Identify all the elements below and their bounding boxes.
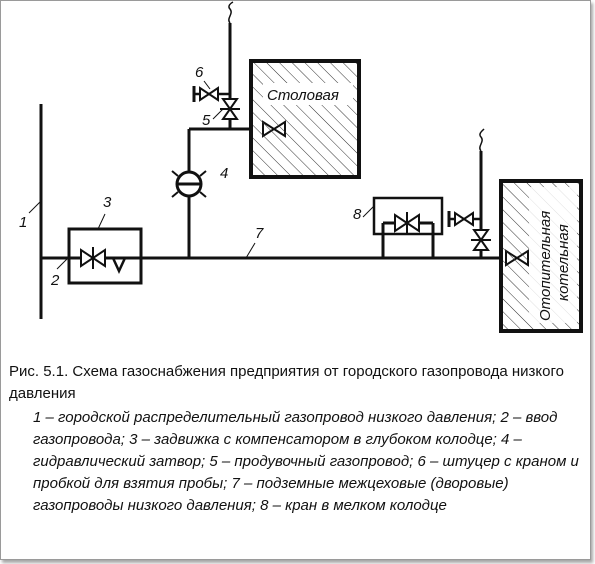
boiler-label-group: Отопительная котельная: [537, 211, 572, 321]
label-6: 6: [195, 64, 204, 81]
boiler-building-label-2: котельная: [555, 224, 572, 301]
boiler-sampling-cock-icon: [454, 211, 474, 227]
gate-valve-icon: [80, 247, 106, 269]
label-1: 1: [19, 214, 27, 231]
leader-3: [97, 213, 106, 230]
label-2: 2: [50, 272, 60, 289]
purge-outlet-icon: [228, 1, 234, 24]
compensator-icon: [105, 256, 133, 274]
boiler-label-backdrop: [529, 187, 577, 323]
hydraulic-seal-icon: [171, 170, 207, 198]
shallow-well-valve-icon: [394, 212, 420, 234]
label-8: 8: [353, 206, 362, 223]
caption-title: Рис. 5.1. Схема газоснабжения предприяти…: [9, 363, 564, 402]
dining-label-backdrop: [263, 83, 353, 105]
purge-valve-icon: [220, 98, 240, 120]
figure-caption: Рис. 5.1. Схема газоснабжения предприяти…: [9, 361, 581, 517]
boiler-building-label-1: Отопительная: [537, 211, 554, 321]
label-5: 5: [202, 112, 211, 129]
label-4: 4: [220, 165, 228, 182]
sampling-cock-icon: [199, 86, 219, 102]
boiler-purge-valve-icon: [471, 229, 491, 251]
leader-8: [362, 205, 375, 218]
label-7: 7: [255, 225, 264, 242]
caption-legend: 1 – городской распределительный газопров…: [33, 409, 579, 514]
dining-building: [249, 59, 361, 179]
leader-6: [203, 80, 211, 90]
leader-2: [56, 258, 68, 270]
dining-building-label: Столовая: [267, 87, 339, 104]
boiler-purge-outlet-icon: [479, 128, 485, 152]
leader-5: [212, 108, 224, 120]
label-3: 3: [103, 194, 112, 211]
leader-7: [245, 242, 256, 259]
gas-supply-scheme: 1 2 3 4 5 6: [19, 1, 583, 333]
leader-1: [28, 200, 42, 214]
